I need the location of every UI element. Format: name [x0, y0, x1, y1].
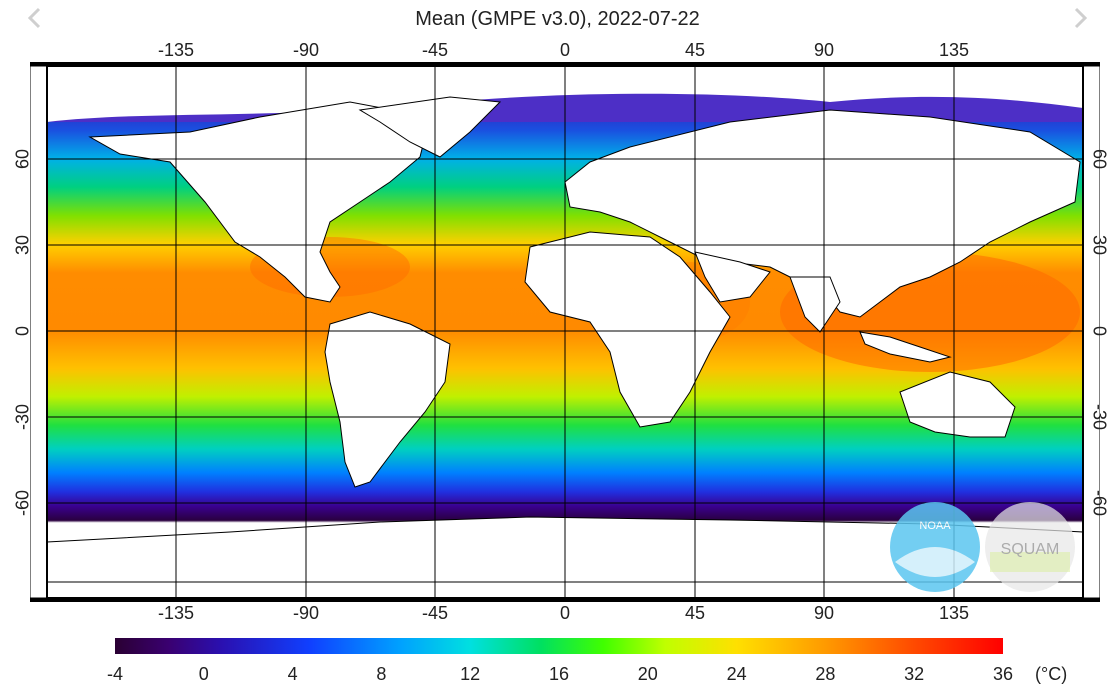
colorbar-tick: 4 [287, 664, 298, 684]
colorbar-tick: 36 [992, 664, 1014, 684]
top-border [30, 62, 1100, 66]
chevron-right-icon [1074, 7, 1088, 29]
lon-tick-bottom: -45 [421, 603, 449, 623]
colorbar-tick: 32 [904, 664, 925, 684]
noaa-logo-text: NOAA [919, 520, 951, 532]
lon-tick-top: 0 [559, 40, 571, 60]
lat-tick-right: -60 [1089, 489, 1110, 516]
lon-tick-top: -90 [292, 40, 320, 60]
lat-tick-left: 0 [12, 326, 33, 337]
colorbar [115, 638, 1003, 654]
lat-tick-right: 0 [1089, 325, 1110, 336]
lon-tick-bottom: 0 [559, 603, 571, 623]
lat-tick-right: 30 [1089, 234, 1110, 256]
colorbar-tick: 12 [460, 664, 481, 684]
lon-tick-top: 45 [684, 40, 706, 60]
previous-arrow-button[interactable] [22, 4, 46, 32]
lon-tick-bottom: -135 [157, 603, 195, 623]
chevron-left-icon [27, 7, 41, 29]
graticule [47, 66, 1083, 598]
lon-tick-top: -45 [421, 40, 449, 60]
lat-tick-left: 30 [12, 234, 33, 256]
colorbar-unit: (°C) [1035, 664, 1068, 684]
lon-tick-top: -135 [157, 40, 195, 60]
lon-tick-bottom: 45 [684, 603, 706, 623]
colorbar-tick: -4 [106, 664, 124, 684]
lat-tick-left: -60 [12, 490, 33, 517]
sst-map[interactable]: NOAA SQUAM -135 -135 -90 -90 -45 -45 0 0 45 45 90 9… [13, 40, 1110, 623]
lon-tick-top: 90 [813, 40, 835, 60]
map-svg: NOAA SQUAM [30, 62, 1100, 602]
colorbar-tick: 20 [637, 664, 658, 684]
noaa-logo: NOAA [890, 502, 980, 592]
lon-tick-bottom: -90 [292, 603, 320, 623]
colorbar-tick: 16 [548, 664, 570, 684]
map-title: Mean (GMPE v3.0), 2022-07-22 [415, 8, 700, 30]
lat-tick-left: -30 [12, 404, 33, 431]
lat-tick-left: 60 [12, 148, 33, 170]
colorbar-tick: 24 [726, 664, 747, 684]
next-arrow-button[interactable] [1069, 4, 1093, 32]
lon-tick-bottom: 135 [938, 603, 970, 623]
lon-tick-bottom: 90 [813, 603, 835, 623]
lat-tick-right: -30 [1089, 403, 1110, 430]
squam-logo: SQUAM [985, 502, 1075, 592]
colorbar-tick: 0 [198, 664, 209, 684]
lon-tick-top: 135 [938, 40, 970, 60]
colorbar-tick: 8 [376, 664, 387, 684]
lat-tick-right: 60 [1089, 148, 1110, 170]
colorbar-tick: 28 [815, 664, 836, 684]
squam-logo-text: SQUAM [1001, 541, 1060, 558]
